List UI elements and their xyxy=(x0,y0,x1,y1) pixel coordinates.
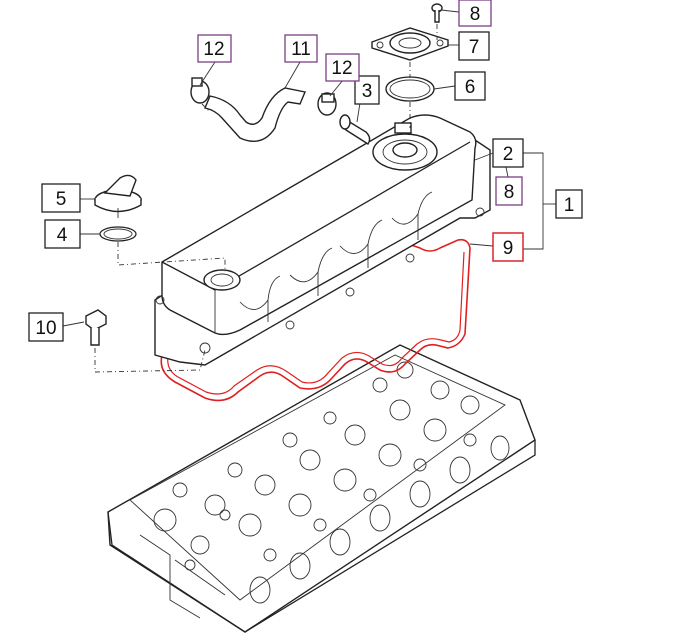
callout-5: 5 xyxy=(41,183,81,213)
callout-12-right-label: 12 xyxy=(331,58,352,79)
callout-12-left-label: 12 xyxy=(203,39,224,60)
callout-8-mid: 8 xyxy=(495,176,523,206)
callout-8-top: 8 xyxy=(458,0,492,27)
oil-filler-cap xyxy=(94,174,142,218)
callout-8-mid-label: 8 xyxy=(504,182,515,203)
breather-hose xyxy=(204,87,306,142)
callout-4: 4 xyxy=(44,219,81,249)
cover-bolt xyxy=(85,309,107,346)
hose-clamp-left xyxy=(190,77,210,104)
callout-12-left: 12 xyxy=(197,34,232,63)
callout-2-label: 2 xyxy=(503,144,514,165)
callout-11: 11 xyxy=(284,34,318,63)
callout-2: 2 xyxy=(492,138,524,168)
leader-lines xyxy=(62,9,556,327)
center-lines xyxy=(94,24,438,373)
callout-6-label: 6 xyxy=(465,77,476,98)
callout-8-top-label: 8 xyxy=(470,4,481,25)
cylinder-head xyxy=(107,344,536,633)
callout-1-label: 1 xyxy=(564,195,575,216)
callout-3-label: 3 xyxy=(362,81,373,102)
callout-7: 7 xyxy=(458,31,490,61)
callout-5-label: 5 xyxy=(56,189,67,210)
callout-9: 9 xyxy=(492,232,524,262)
breather-cap xyxy=(371,27,449,61)
callout-11-label: 11 xyxy=(291,39,311,60)
callout-4-label: 4 xyxy=(57,225,68,246)
hose-clamp-right xyxy=(317,92,337,116)
callout-1: 1 xyxy=(555,189,583,219)
callout-12-right: 12 xyxy=(325,53,360,82)
callout-10: 10 xyxy=(28,312,64,342)
callout-9-label: 9 xyxy=(503,238,514,259)
callout-10-label: 10 xyxy=(35,318,56,339)
callout-6: 6 xyxy=(454,71,486,101)
callout-7-label: 7 xyxy=(469,37,480,58)
breather-o-ring xyxy=(385,76,435,102)
breather-screw xyxy=(431,3,443,23)
valve-cover xyxy=(154,114,491,366)
